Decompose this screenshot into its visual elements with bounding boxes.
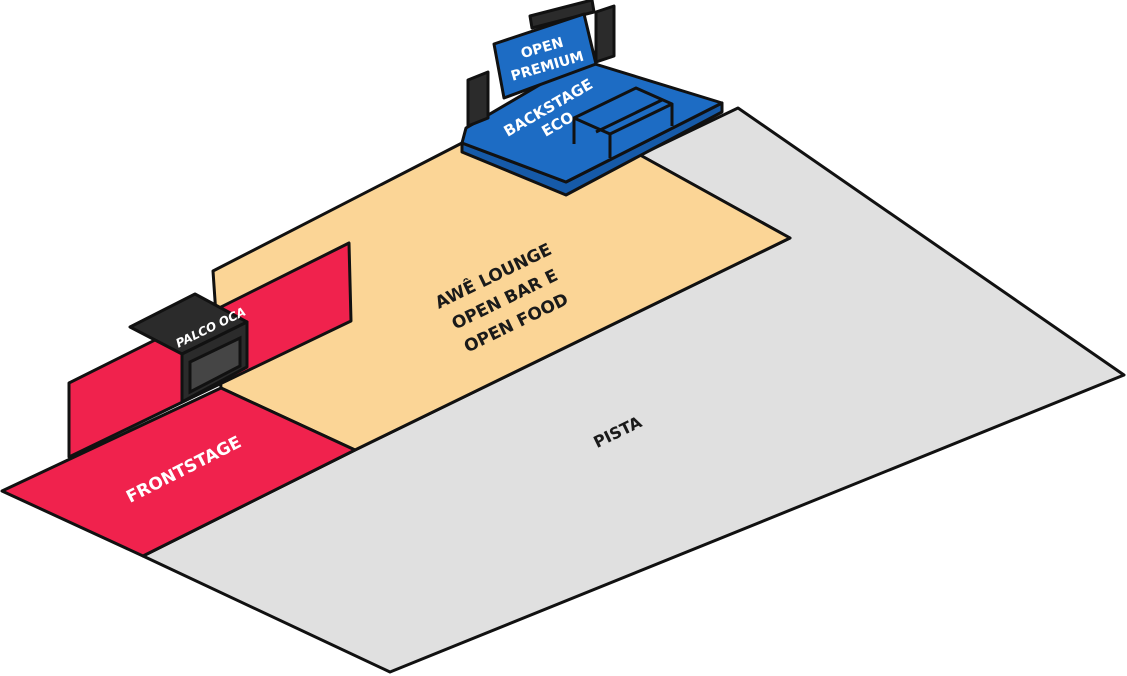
backstage-counter bbox=[572, 86, 674, 158]
screen-top-bar bbox=[528, 0, 596, 30]
screen-pillar-left bbox=[466, 70, 490, 128]
palco-oca-box-opening bbox=[188, 335, 242, 395]
frontstage-zone[interactable] bbox=[0, 386, 357, 558]
open-premium-screen[interactable] bbox=[492, 12, 598, 100]
screen-pillar-right bbox=[594, 4, 616, 64]
